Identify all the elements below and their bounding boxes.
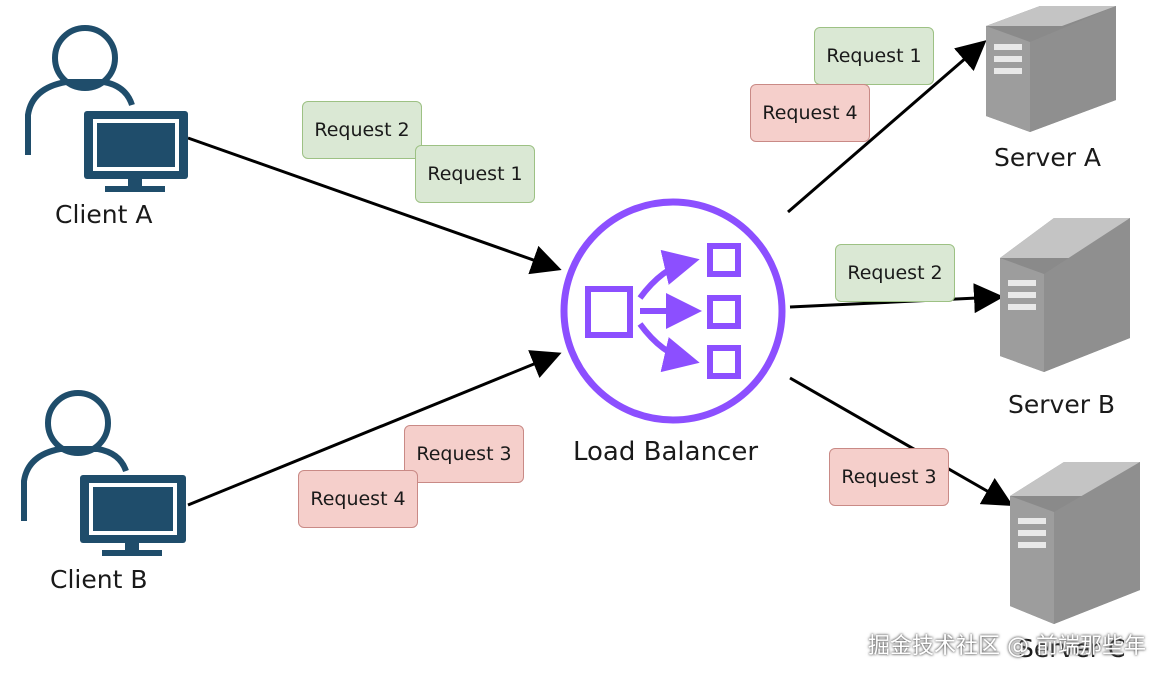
server-a-icon <box>986 6 1116 132</box>
client-b-icon <box>21 390 186 556</box>
request-chip: Request 3 <box>404 425 524 483</box>
watermark: 掘金技术社区 @ 前端那些年 <box>868 634 1146 659</box>
server-a-label: Server A <box>994 143 1102 172</box>
arrow-lb-to-server-b <box>789 283 1004 314</box>
request-chip: Request 4 <box>298 470 418 528</box>
arrow-client-b-to-lb <box>187 350 562 507</box>
request-chip: Request 4 <box>750 84 870 142</box>
request-chip: Request 1 <box>415 145 535 203</box>
load-balancer-label: Load Balancer <box>573 437 759 467</box>
request-chip: Request 2 <box>302 101 422 159</box>
server-b-icon <box>1000 218 1130 372</box>
request-chip: Request 2 <box>835 244 955 302</box>
request-chip: Request 3 <box>829 448 949 506</box>
client-a-label: Client A <box>55 200 153 229</box>
server-b-label: Server B <box>1008 390 1116 419</box>
client-a-icon <box>25 25 188 192</box>
request-chip: Request 1 <box>814 27 934 85</box>
arrow-lb-to-server-c <box>789 376 1014 506</box>
arrow-lb-to-server-a <box>787 40 987 214</box>
arrow-client-a-to-lb <box>187 136 562 275</box>
client-b-label: Client B <box>50 565 148 594</box>
server-c-label: Server C <box>1018 634 1126 663</box>
server-c-icon <box>1010 462 1140 624</box>
load-balancer-icon <box>560 198 786 424</box>
